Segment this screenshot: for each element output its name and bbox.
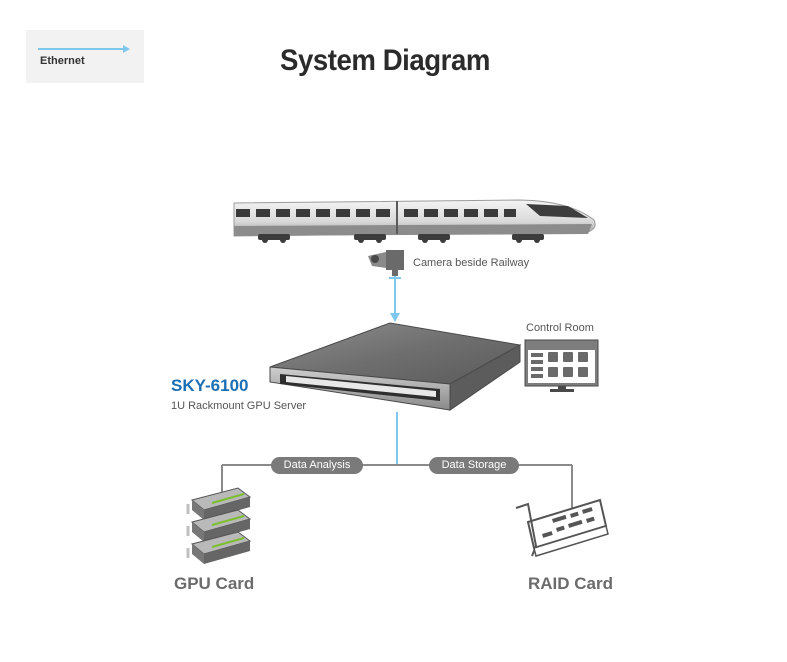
data-storage-badge: Data Storage [429, 457, 519, 474]
server-icon [269, 322, 522, 411]
raid-card-icon [515, 498, 609, 557]
camera-icon [368, 250, 404, 276]
gpu-card-icon [186, 487, 252, 564]
legend-label: Ethernet [40, 55, 85, 67]
gpu-card-label: GPU Card [174, 574, 255, 593]
monitor-icon [524, 339, 599, 392]
ethernet-link-camera [389, 276, 401, 322]
camera-label: Camera beside Railway [413, 257, 530, 269]
data-analysis-badge: Data Analysis [271, 457, 363, 474]
train-icon [233, 199, 596, 243]
raid-card-label: RAID Card [528, 574, 614, 593]
ethernet-legend-line [38, 45, 130, 53]
server-description: 1U Rackmount GPU Server [171, 400, 307, 412]
page-title: System Diagram [280, 44, 490, 77]
legend: Ethernet [26, 30, 144, 83]
server-model: SKY-6100 [171, 376, 249, 395]
control-room-label: Control Room [526, 322, 594, 334]
